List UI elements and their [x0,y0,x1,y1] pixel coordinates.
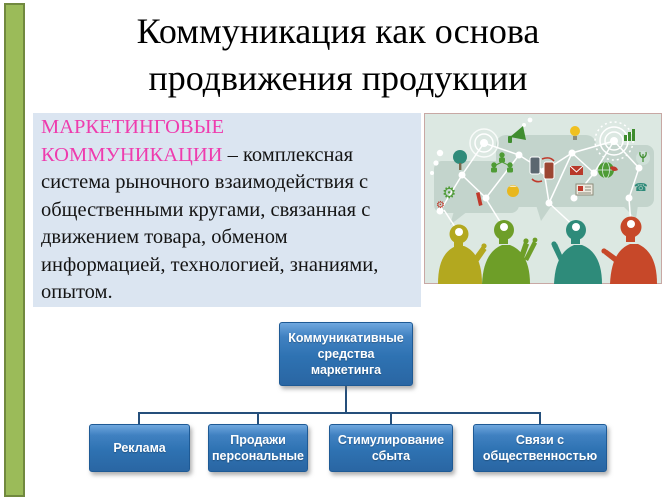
diagram-root-node: Коммуникативные средства маркетинга [279,322,413,386]
globe-icon [598,161,618,179]
phones-sync-icon [529,156,555,183]
page-title: Коммуникация как основа продвижения прод… [10,8,666,102]
title-line-2: продвижения продукции [148,58,528,98]
definition-term-line-1: МАРКЕТИНГОВЫЕ [41,116,224,138]
connector-stub-2 [257,413,259,425]
title-line-1: Коммуникация как основа [136,11,540,51]
plant-in-hand-icon [636,151,650,165]
megaphone-icon [508,126,526,143]
bar-chart-icon [624,129,635,141]
id-card-icon [575,183,594,196]
lightbulb-icon [570,126,580,140]
communication-illustration: ⚙ ⚙ [424,113,662,284]
pencil-icon [476,192,483,206]
svg-text:☎: ☎ [634,181,648,194]
person-silhouette-4 [601,216,657,284]
communication-illustration-svg: ⚙ ⚙ [424,113,662,284]
definition-box: МАРКЕТИНГОВЫЕ КОММУНИКАЦИИ – комплексная … [33,113,421,307]
connector-root [345,385,347,413]
diagram-node-public-relations: Связи с общественностью [473,424,607,472]
handset-icon: ☎ [634,181,648,194]
tree-icon [453,150,467,170]
yellow-ball-icon [507,185,519,197]
svg-text:⚙: ⚙ [442,183,456,202]
definition-term-line-2: КОММУНИКАЦИИ [41,143,223,166]
network-nodes [430,117,643,215]
diagram-node-personal-sales: Продажи персональные [208,424,308,472]
envelope-icon [569,165,584,175]
person-silhouette-3 [551,220,602,284]
connector-stub-4 [539,413,541,425]
diagram-node-advertising: Реклама [89,424,190,472]
connector-stub-3 [390,413,392,425]
head-nodes [455,220,635,236]
org-chart-icon [491,152,513,173]
gear-icons: ⚙ ⚙ [436,183,456,211]
connector-horizontal [138,412,541,414]
diagram-node-sales-promotion: Стимулирование сбыта [329,424,453,472]
definition-body: – комплексная система рыночного взаимоде… [41,143,379,304]
svg-text:⚙: ⚙ [436,200,445,211]
left-accent-bar [4,3,25,497]
connector-stub-1 [138,413,140,425]
